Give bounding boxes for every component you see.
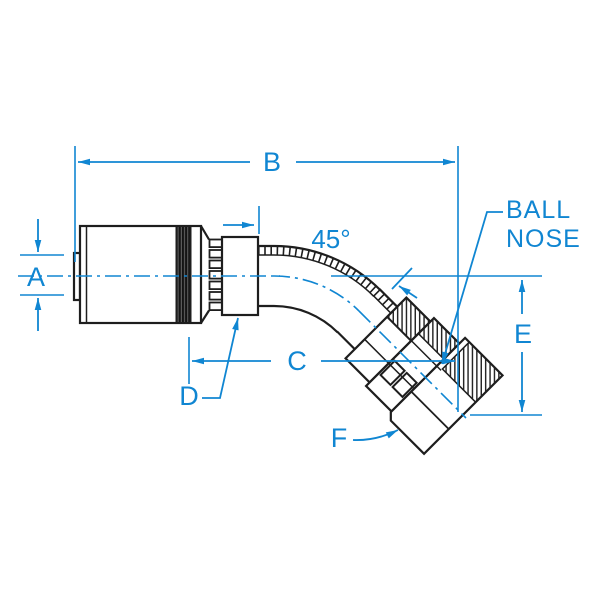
dimension-label-c: C	[287, 346, 307, 376]
dimension-lines	[34, 158, 526, 441]
hex-window-1	[379, 359, 407, 387]
tube-inner-edge	[258, 304, 339, 334]
dimension-label-a: A	[27, 262, 45, 292]
elbow-centerline-arc	[273, 275, 360, 312]
ball-nose-callout-line1: BALL	[506, 196, 571, 224]
annotations: A B C D E F 45° BALL NOSE	[18, 146, 581, 453]
extension-lines	[20, 146, 542, 416]
angle-slash	[391, 267, 413, 290]
angle-arrow	[398, 285, 418, 299]
dimension-label-b: B	[263, 147, 281, 177]
dim-d-leader	[202, 317, 239, 399]
ball-nose-callout-line2: NOSE	[506, 225, 581, 253]
labels: A B C D E F 45° BALL NOSE	[27, 147, 581, 453]
serration-segments	[208, 238, 224, 311]
tube-straight-band-ticks	[373, 289, 398, 314]
nut-flat-line	[410, 390, 450, 430]
tube-band-ticks	[258, 246, 381, 297]
angle-label: 45°	[311, 224, 350, 254]
dimension-label-d: D	[179, 381, 199, 411]
crimp-shell	[72, 224, 260, 325]
shell-taper	[200, 225, 210, 324]
bent-tube	[258, 244, 381, 334]
dim-f-leader	[352, 429, 399, 441]
ball-nose-leader	[441, 211, 503, 365]
angled-centerline	[358, 310, 467, 419]
hex-window-2	[391, 371, 419, 399]
tube-band-inner-line	[258, 254, 375, 297]
dimension-label-e: E	[514, 319, 532, 349]
knurl-band	[175, 225, 192, 324]
centerlines	[18, 275, 467, 419]
fitting-outline	[72, 224, 505, 456]
dimension-label-f: F	[331, 423, 348, 453]
